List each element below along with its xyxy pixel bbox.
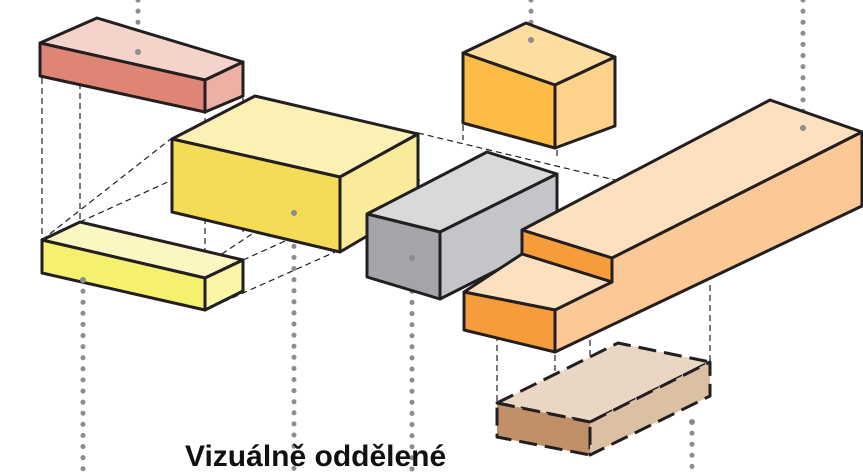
gold-cube xyxy=(461,21,617,150)
diagram-caption: Vizuálně oddělené xyxy=(185,440,447,473)
beam-lower-front xyxy=(462,290,557,354)
gold-cube-side xyxy=(553,55,617,150)
tan-slab-front xyxy=(495,401,592,457)
tan-slab-side xyxy=(588,360,712,457)
pale-yellow-block-side xyxy=(203,258,245,312)
pale-yellow-block xyxy=(40,220,245,312)
red-block-side xyxy=(203,60,245,114)
gray-block xyxy=(365,150,559,301)
tan-dashed-slab xyxy=(495,341,712,457)
leader-dots xyxy=(80,37,806,425)
red-block xyxy=(38,16,245,114)
yellow-block xyxy=(170,94,420,254)
orange-stepped-beam xyxy=(462,98,863,354)
